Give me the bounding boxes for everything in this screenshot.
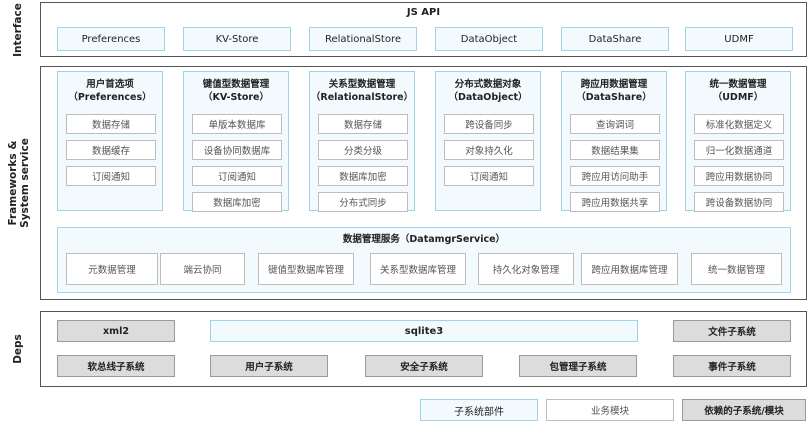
dep-event: 事件子系统 (673, 355, 791, 377)
dep-file-subsystem: 文件子系统 (673, 320, 791, 342)
service-item: 跨应用数据库管理 (581, 253, 678, 285)
feature-item: 数据结果集 (570, 140, 660, 160)
feature-item: 标准化数据定义 (694, 114, 784, 134)
deps-section: xml2 sqlite3 文件子系统 软总线子系统 用户子系统 安全子系统 包管… (40, 311, 807, 387)
dep-security: 安全子系统 (365, 355, 483, 377)
module-title: 键值型数据管理（KV-Store） (202, 79, 270, 103)
feature-item: 订阅通知 (192, 166, 282, 186)
frameworks-label: Frameworks & System service (7, 138, 32, 228)
dep-sqlite3: sqlite3 (210, 320, 638, 342)
dep-package: 包管理子系统 (519, 355, 637, 377)
feature-item: 订阅通知 (66, 166, 156, 186)
service-item: 持久化对象管理 (478, 253, 574, 285)
feature-item: 数据存储 (318, 114, 408, 134)
feature-item: 数据库加密 (318, 166, 408, 186)
module-title: 分布式数据对象（DataObject） (448, 79, 528, 103)
module-udmf: 统一数据管理（UDMF） 标准化数据定义 归一化数据通道 跨应用数据协同 跨设备… (685, 71, 791, 212)
feature-item: 数据库加密 (192, 192, 282, 212)
feature-item: 对象持久化 (444, 140, 534, 160)
datamgr-service: 数据管理服务（DatamgrService） 元数据管理 端云协同 键值型数据库… (57, 227, 791, 293)
feature-item: 订阅通知 (444, 166, 534, 186)
module-data-share: 跨应用数据管理（DataShare） 查询调词 数据结果集 跨应用访问助手 跨应… (561, 71, 667, 212)
feature-item: 跨应用数据共享 (570, 192, 660, 212)
module-title: 跨应用数据管理（DataShare） (576, 79, 652, 103)
module-title: 关系型数据管理（RelationalStore） (310, 79, 414, 103)
js-api-title: JS API (406, 6, 441, 18)
service-item: 键值型数据库管理 (258, 253, 354, 285)
feature-item: 数据存储 (66, 114, 156, 134)
service-item: 统一数据管理 (691, 253, 782, 285)
service-item: 元数据管理 (66, 253, 158, 285)
feature-item: 分布式同步 (318, 192, 408, 212)
service-item: 关系型数据库管理 (370, 253, 466, 285)
module-preferences: 用户首选项（Preferences） 数据存储 数据缓存 订阅通知 (57, 71, 163, 211)
feature-item: 查询调词 (570, 114, 660, 134)
feature-item: 分类分级 (318, 140, 408, 160)
legend-subsystem-component: 子系统部件 (420, 399, 538, 421)
api-udmf: UDMF (685, 27, 793, 51)
frameworks-section: 用户首选项（Preferences） 数据存储 数据缓存 订阅通知 键值型数据管… (40, 66, 807, 300)
dep-xml2: xml2 (57, 320, 175, 342)
module-relational-store: 关系型数据管理（RelationalStore） 数据存储 分类分级 数据库加密… (309, 71, 415, 212)
interface-section: JS API Preferences KV-Store RelationalSt… (40, 2, 807, 57)
api-relational-store: RelationalStore (309, 27, 417, 51)
feature-item: 跨设备数据协同 (694, 192, 784, 212)
feature-item: 归一化数据通道 (694, 140, 784, 160)
deps-label: Deps (11, 334, 24, 364)
api-data-object: DataObject (435, 27, 543, 51)
feature-item: 设备协同数据库 (192, 140, 282, 160)
api-preferences: Preferences (57, 27, 165, 51)
feature-item: 单版本数据库 (192, 114, 282, 134)
legend-dependency: 依赖的子系统/模块 (682, 399, 806, 421)
dep-softbus: 软总线子系统 (57, 355, 175, 377)
module-kv-store: 键值型数据管理（KV-Store） 单版本数据库 设备协同数据库 订阅通知 数据… (183, 71, 289, 212)
legend-business-module: 业务模块 (546, 399, 674, 421)
api-data-share: DataShare (561, 27, 669, 51)
module-title: 统一数据管理（UDMF） (709, 79, 767, 103)
module-data-object: 分布式数据对象（DataObject） 跨设备同步 对象持久化 订阅通知 (435, 71, 541, 211)
feature-item: 数据缓存 (66, 140, 156, 160)
dep-user: 用户子系统 (210, 355, 328, 377)
service-item: 端云协同 (160, 253, 245, 285)
service-title: 数据管理服务（DatamgrService） (342, 234, 506, 245)
interface-label: Interface (12, 2, 25, 57)
feature-item: 跨设备同步 (444, 114, 534, 134)
module-title: 用户首选项（Preferences） (68, 79, 152, 103)
feature-item: 跨应用访问助手 (570, 166, 660, 186)
feature-item: 跨应用数据协同 (694, 166, 784, 186)
api-kv-store: KV-Store (183, 27, 291, 51)
